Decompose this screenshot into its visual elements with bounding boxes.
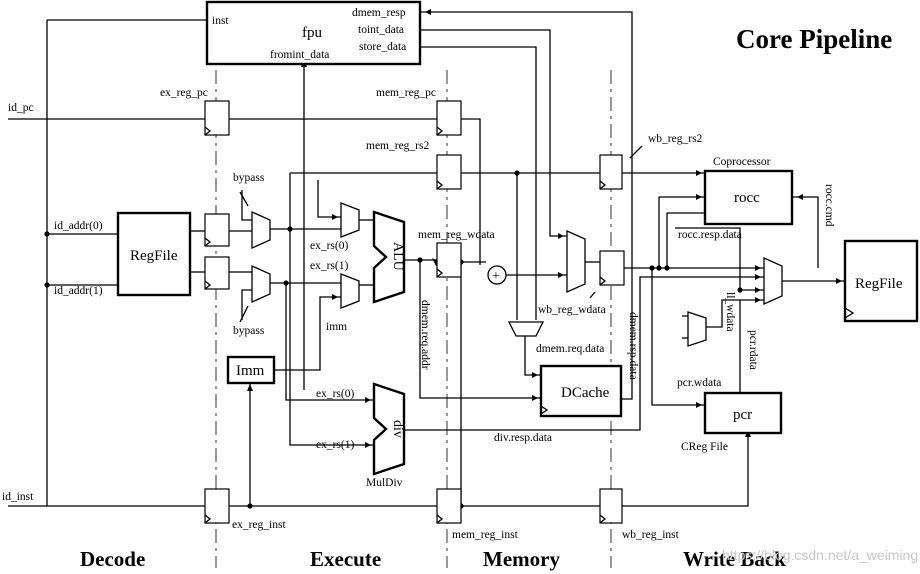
wb-result-mux [763,256,783,306]
dcache-label: DCache [561,385,610,401]
label-pointers [239,145,643,323]
signal-wb-reg-inst: wb_reg_inst [622,529,680,541]
signal-ex-rs1-alu: ex_rs(1) [310,260,348,272]
signal-mem-reg-pc: mem_reg_pc [376,87,436,99]
signal-imm: imm [326,321,347,333]
signal-pcr-rdata: pcr.rdata [747,330,759,370]
regfile-decode: RegFile [116,211,192,297]
pcr-unit: pcr CReg File [681,391,783,453]
fpu-port-fromint-data: fromint_data [270,49,329,61]
signal-id-addr1: id_addr(1) [54,285,103,297]
adder-label: + [492,269,500,284]
signal-id-pc: id_pc [8,102,34,114]
diagram-title: Core Pipeline [736,24,892,54]
fpu-port-dmem-resp: dmem_resp [352,7,406,19]
creg-file-label: CReg File [681,441,728,453]
bypass-mux-rs0 [251,210,271,250]
pipeline-registers [204,100,625,524]
wb-reg-inst [599,488,623,524]
stage-label-execute: Execute [310,547,381,571]
signal-wb-reg-wdata: wb_reg_wdata [538,304,606,316]
imm-unit: Imm [226,355,276,385]
store-data-mux [507,321,545,337]
signal-rocc-cmd: rocc.cmd [823,184,835,227]
signal-ex-rs0-alu: ex_rs(0) [310,240,348,252]
regfile-writeback-label: RegFile [855,276,903,292]
stage-label-decode: Decode [80,547,145,571]
adder-unit: + [487,265,507,285]
signal-id-inst: id_inst [2,491,34,503]
signal-mem-reg-rs2: mem_reg_rs2 [366,140,429,152]
muldiv-label: MulDiv [366,477,403,489]
wires [8,11,845,507]
alu-unit: ALU [372,210,406,304]
signal-ex-reg-inst: ex_reg_inst [232,519,286,531]
signal-div-resp-data: div.resp.data [494,432,552,444]
mem-result-mux [566,229,586,294]
alu-label: ALU [390,242,405,271]
ll-wdata-mux [687,311,707,347]
rocc-unit: rocc Coprocessor [703,156,794,226]
stage-label-memory: Memory [483,547,560,571]
signal-ex-rs0-div: ex_rs(0) [316,388,354,400]
mem-reg-rs2 [436,154,462,190]
bypass-mux-rs1 [251,264,271,304]
signal-rocc-resp-data: rocc.resp.data [678,229,742,241]
signal-ex-reg-pc: ex_reg_pc [160,87,208,99]
signal-mem-reg-wdata: mem_reg_wdata [418,229,495,241]
signal-bypass-top: bypass [233,172,265,184]
div-unit: div MulDiv [366,382,406,489]
fpu-port-inst: inst [212,15,229,27]
ex-reg-pc [204,100,230,136]
mem-reg-inst [436,488,462,524]
junctions [44,170,743,509]
coprocessor-label: Coprocessor [713,156,771,168]
imm-unit-label: Imm [236,363,265,379]
pcr-label: pcr [733,407,752,423]
signal-bypass-bottom: bypass [233,325,265,337]
signal-ll-wdata: ll_wdata [724,292,736,332]
regfile-writeback: RegFile [843,239,919,323]
fpu-label: fpu [302,25,322,41]
signal-dmem-resp-data: dmem.rsp.data [627,312,639,380]
signal-dmem-req-data: dmem.req.data [536,343,604,355]
signal-id-addr0: id_addr(0) [54,220,103,232]
signal-mem-reg-inst: mem_reg_inst [452,529,519,541]
div-label: div [390,420,405,438]
fpu-port-store-data: store_data [359,41,406,53]
signal-dmem-req-addr: dmem.req.addr [419,300,431,370]
alu-op1-mux [340,202,360,238]
ex-reg-inst [204,488,230,524]
wb-reg-rs2 [599,154,623,190]
mem-reg-pc [436,100,462,136]
signal-pcr-wdata: pcr.wdata [677,377,721,389]
regfile-decode-label: RegFile [130,248,178,264]
mem-reg-wdata [436,242,462,278]
signal-ex-rs1-div: ex_rs(1) [316,439,354,451]
rocc-label: rocc [734,190,760,206]
fpu-unit: fpu inst dmem_resp toint_data store_data… [205,0,422,66]
fpu-port-toint-data: toint_data [358,24,404,36]
alu-op2-mux [340,273,360,309]
watermark: https://blog.csdn.net/a_weiming [722,547,918,563]
dcache-unit: DCache [539,364,623,418]
wb-reg-wdata [599,250,625,286]
signal-wb-reg-rs2: wb_reg_rs2 [648,133,703,145]
stage-label-writeback: Write Back [683,547,786,571]
